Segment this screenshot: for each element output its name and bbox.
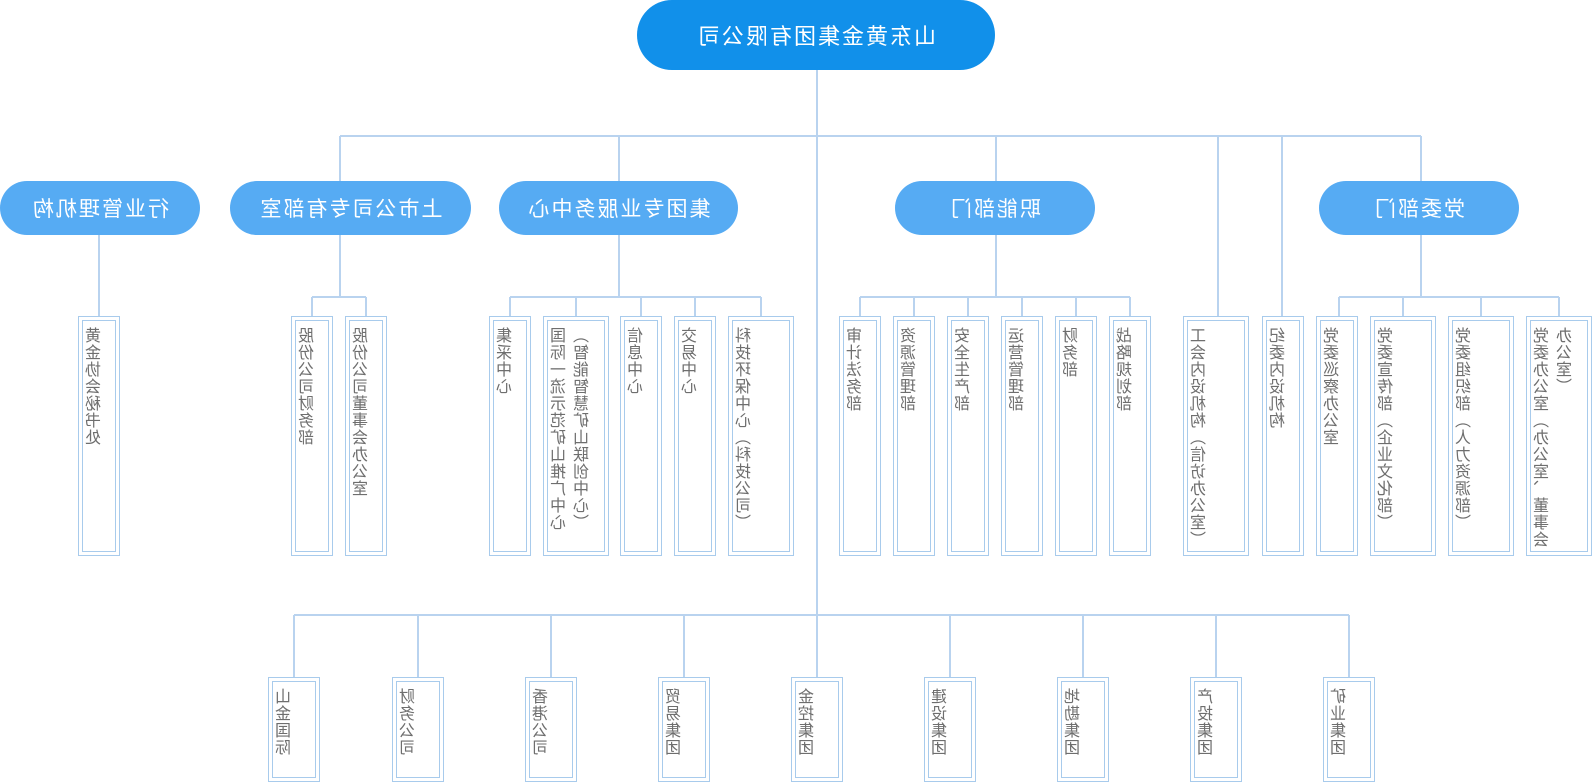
functional-dept-box[interactable]: 资源管理部: [893, 316, 935, 556]
functional-dept-box-label: 安全生产部: [954, 327, 973, 412]
listed-company-office-box-label: 股份公司财务部: [298, 327, 317, 446]
root-node-company[interactable]: 山东黄金集团有限公司: [637, 0, 995, 70]
subsidiary-box-label: 贸易集团: [665, 688, 684, 756]
subsidiary-box-label: 香港公司: [532, 688, 551, 756]
service-center-box-label: 信息中心: [627, 327, 646, 395]
functional-dept-box[interactable]: 战略规划部: [1109, 316, 1151, 556]
party-unit-box[interactable]: 党委办公室（办公室、董事会办公室）: [1526, 316, 1592, 556]
category-functional-departments[interactable]: 职能部门: [895, 181, 1095, 235]
category-industry-management[interactable]: 行业管理机构: [0, 181, 200, 235]
industry-body-box-label: 黄金协会秘书处: [85, 327, 104, 446]
functional-dept-box[interactable]: 安全生产部: [947, 316, 989, 556]
industry-body-box[interactable]: 黄金协会秘书处: [78, 316, 120, 556]
subsidiary-box-label: 建设集团: [931, 688, 950, 756]
category-listed-company-offices[interactable]: 上市公司专有部室: [230, 181, 471, 235]
service-center-box-label: 国际一流示范矿山推广中心（智能智慧矿山联创中心）: [550, 327, 592, 531]
functional-dept-box[interactable]: 运营管理部: [1001, 316, 1043, 556]
functional-dept-box[interactable]: 审计法务部: [839, 316, 881, 556]
service-center-box-label: 交易中心: [681, 327, 700, 395]
subsidiary-box[interactable]: 产投集团: [1190, 677, 1242, 782]
subsidiary-box-label: 矿业集团: [1330, 688, 1349, 756]
subsidiary-box-label: 财务公司: [399, 688, 418, 756]
service-center-box-label: 科技环保中心（科技公司）: [735, 327, 754, 531]
functional-dept-box-label: 审计法务部: [846, 327, 865, 412]
category-group-service-centers[interactable]: 集团专业服务中心: [499, 181, 738, 235]
functional-dept-box-label: 资源管理部: [900, 327, 919, 412]
party-unit-box-label: 党委办公室（办公室、董事会办公室）: [1533, 327, 1575, 548]
discipline-union-box[interactable]: 工会内设机构（信访办公室）: [1183, 316, 1249, 556]
discipline-union-box-label: 工会内设机构（信访办公室）: [1190, 327, 1209, 548]
subsidiary-box[interactable]: 财务公司: [392, 677, 444, 782]
discipline-union-box-label: 纪委内设机构: [1269, 327, 1288, 429]
service-center-box[interactable]: 交易中心: [674, 316, 716, 556]
service-center-box[interactable]: 信息中心: [620, 316, 662, 556]
party-unit-box[interactable]: 党委宣传部（企业文化部）: [1370, 316, 1436, 556]
subsidiary-box[interactable]: 山金国际: [268, 677, 320, 782]
service-center-box[interactable]: 科技环保中心（科技公司）: [728, 316, 794, 556]
subsidiary-box[interactable]: 矿业集团: [1323, 677, 1375, 782]
subsidiary-box[interactable]: 贸易集团: [658, 677, 710, 782]
party-unit-box-label: 党委组织部（人力资源部）: [1455, 327, 1474, 531]
category-party-committee-departments[interactable]: 党委部门: [1319, 181, 1519, 235]
subsidiary-box[interactable]: 建设集团: [924, 677, 976, 782]
party-unit-box-label: 党委巡察办公室: [1323, 327, 1342, 446]
functional-dept-box-label: 运营管理部: [1008, 327, 1027, 412]
subsidiary-box[interactable]: 金控集团: [791, 677, 843, 782]
discipline-union-box[interactable]: 纪委内设机构: [1262, 316, 1304, 556]
party-unit-box[interactable]: 党委巡察办公室: [1316, 316, 1358, 556]
service-center-box-label: 集采中心: [496, 327, 515, 395]
service-center-box[interactable]: 国际一流示范矿山推广中心（智能智慧矿山联创中心）: [543, 316, 609, 556]
functional-dept-box-label: 战略规划部: [1116, 327, 1135, 412]
functional-dept-box[interactable]: 财务部: [1055, 316, 1097, 556]
service-center-box[interactable]: 集采中心: [489, 316, 531, 556]
listed-company-office-box[interactable]: 股份公司董事会办公室: [345, 316, 387, 556]
party-unit-box[interactable]: 党委组织部（人力资源部）: [1448, 316, 1514, 556]
party-unit-box-label: 党委宣传部（企业文化部）: [1377, 327, 1396, 531]
subsidiary-box-label: 产投集团: [1197, 688, 1216, 756]
subsidiary-box-label: 山金国际: [275, 688, 294, 756]
subsidiary-box[interactable]: 香港公司: [525, 677, 577, 782]
listed-company-office-box[interactable]: 股份公司财务部: [291, 316, 333, 556]
subsidiary-box-label: 地勘集团: [1064, 688, 1083, 756]
subsidiary-box-label: 金控集团: [798, 688, 817, 756]
functional-dept-box-label: 财务部: [1062, 327, 1081, 378]
listed-company-office-box-label: 股份公司董事会办公室: [352, 327, 371, 497]
subsidiary-box[interactable]: 地勘集团: [1057, 677, 1109, 782]
